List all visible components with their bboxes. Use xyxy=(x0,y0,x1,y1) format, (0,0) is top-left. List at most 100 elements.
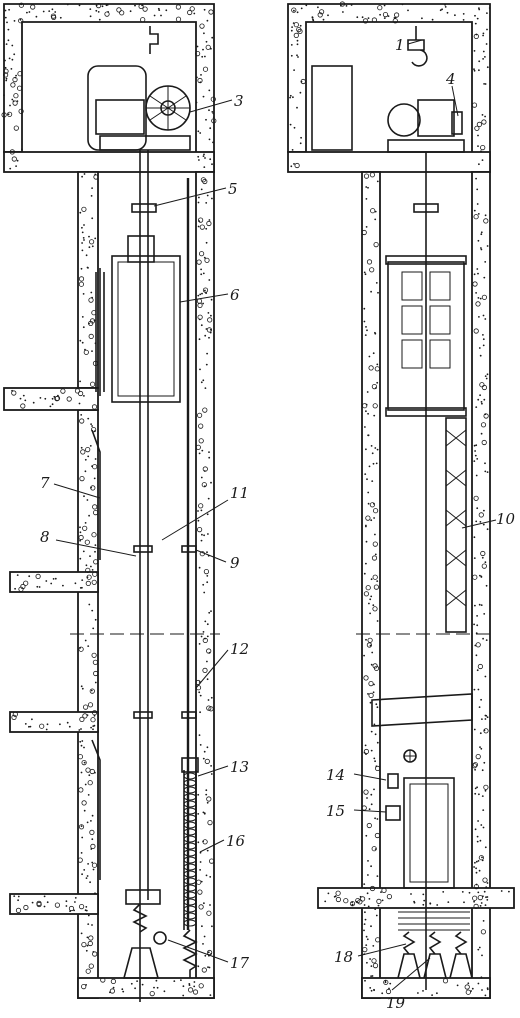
speckle xyxy=(371,17,377,23)
speckle xyxy=(84,639,87,642)
left-clamp-lower xyxy=(133,711,153,719)
speckle xyxy=(370,803,373,806)
speckle xyxy=(14,587,16,590)
speckle xyxy=(60,388,66,394)
speckle xyxy=(322,18,325,21)
speckle xyxy=(84,783,87,786)
speckle xyxy=(52,578,55,580)
speckle xyxy=(372,462,375,465)
speckle xyxy=(11,390,17,396)
speckle xyxy=(475,474,478,477)
speckle xyxy=(29,725,32,728)
speckle xyxy=(91,609,94,612)
speckle xyxy=(375,937,381,943)
speckle xyxy=(484,789,487,792)
speckle xyxy=(206,551,208,554)
speckle xyxy=(370,578,373,581)
speckle xyxy=(369,502,375,508)
speckle xyxy=(17,71,23,77)
speckle xyxy=(188,987,194,993)
speckle xyxy=(198,643,201,645)
speckle xyxy=(79,531,82,534)
speckle xyxy=(369,987,372,989)
speckle xyxy=(81,740,84,742)
speckle xyxy=(383,4,386,7)
callout-7: 7 xyxy=(40,474,50,492)
speckle xyxy=(2,72,9,78)
speckle xyxy=(51,8,54,11)
speckle xyxy=(376,363,379,366)
speckle xyxy=(474,604,476,607)
speckle xyxy=(372,962,379,969)
speckle xyxy=(464,984,470,990)
speckle xyxy=(84,909,87,912)
speckle xyxy=(317,6,319,9)
speckle xyxy=(13,93,19,99)
chain-link xyxy=(183,919,197,927)
speckle xyxy=(199,551,205,557)
chain-link xyxy=(183,793,197,801)
speckle xyxy=(82,713,88,719)
speckle xyxy=(473,69,476,72)
speckle xyxy=(374,533,376,536)
speckle xyxy=(381,899,384,902)
speckle xyxy=(175,16,182,22)
speckle xyxy=(206,635,209,638)
speckle xyxy=(4,16,7,19)
right-buffer-springs xyxy=(402,931,468,955)
speckle xyxy=(478,706,481,708)
chain-link xyxy=(183,772,197,780)
left-sheave-spokes xyxy=(146,86,190,130)
speckle xyxy=(198,566,201,569)
speckle xyxy=(473,460,476,462)
speckle xyxy=(374,366,380,372)
left-clamp-12 xyxy=(181,711,197,719)
speckle xyxy=(476,121,482,128)
speckle xyxy=(199,251,205,257)
speckle xyxy=(482,344,485,347)
speckle xyxy=(483,83,485,85)
speckle xyxy=(205,328,208,330)
left-shaft-left-wall xyxy=(77,171,99,389)
speckle xyxy=(89,688,95,694)
speckle xyxy=(205,202,208,204)
speckle xyxy=(363,751,366,754)
speckle xyxy=(112,986,115,989)
speckle xyxy=(444,3,446,6)
speckle xyxy=(473,444,476,447)
speckle xyxy=(209,904,211,906)
speckle xyxy=(89,555,91,557)
speckle xyxy=(363,591,369,597)
speckle xyxy=(197,965,200,968)
speckle xyxy=(484,83,487,85)
speckle xyxy=(93,477,96,480)
speckle xyxy=(296,26,302,33)
speckle xyxy=(484,718,487,720)
speckle xyxy=(367,412,369,415)
speckle xyxy=(479,521,482,523)
speckle xyxy=(197,155,200,158)
chain-link xyxy=(183,884,197,892)
right-controller-panel xyxy=(311,65,353,151)
speckle xyxy=(374,218,377,221)
speckle xyxy=(479,297,482,300)
speckle xyxy=(79,526,81,529)
speckle xyxy=(198,734,201,736)
speckle xyxy=(149,990,155,997)
callout-12: 12 xyxy=(230,640,249,658)
speckle xyxy=(158,9,161,12)
speckle xyxy=(42,10,45,13)
speckle xyxy=(202,943,204,945)
speckle xyxy=(89,881,91,884)
speckle xyxy=(365,524,367,527)
speckle xyxy=(210,773,213,775)
speckle xyxy=(369,172,375,178)
speckle xyxy=(93,509,99,516)
speckle xyxy=(387,15,390,17)
speckle xyxy=(204,257,210,263)
speckle xyxy=(49,405,52,408)
speckle xyxy=(9,104,11,107)
speckle xyxy=(81,836,84,839)
speckle xyxy=(340,4,342,7)
speckle xyxy=(376,580,379,582)
